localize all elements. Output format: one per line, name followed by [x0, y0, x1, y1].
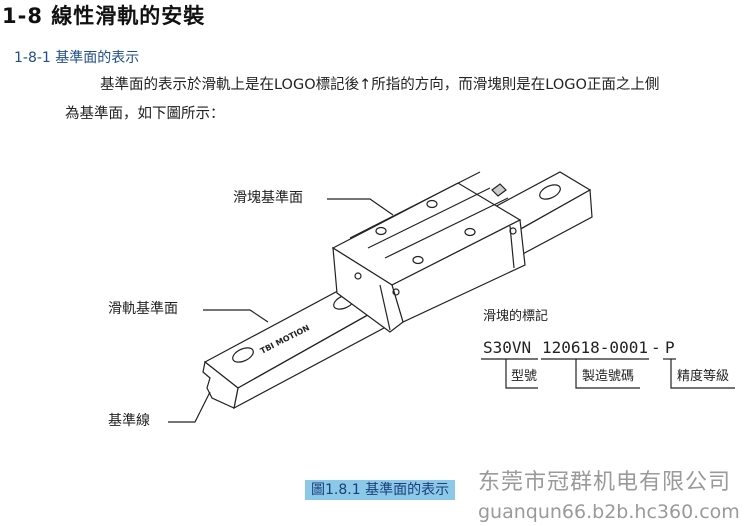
grade-label: 精度等級 [677, 369, 730, 384]
figure-caption: 圖1.8.1 基準面的表示 [305, 480, 456, 501]
block-hole [375, 226, 387, 236]
serial-code: 120618-0001 [542, 338, 648, 357]
model-label: 型號 [511, 369, 538, 384]
serial-bracket [575, 359, 640, 389]
block-hole [426, 199, 438, 209]
block-screw [354, 272, 362, 280]
watermark-url: guanqun66.b2b.hc360.com [478, 501, 740, 523]
block-edge [384, 197, 509, 259]
block-edge [379, 284, 391, 331]
marking-title: 滑塊的標記 [483, 309, 549, 324]
serial-label: 製造號碼 [582, 369, 635, 384]
model-bracket [505, 359, 538, 389]
block-hole [464, 227, 476, 237]
block-edge [349, 171, 481, 239]
label-block-reference: 滑塊基準面 [233, 190, 303, 206]
body-text-line-1: 基準面的表示於滑軌上是在LOGO標記後↑所指的方向，而滑塊則是在LOGO正面之上… [100, 77, 660, 93]
block-screw [509, 227, 517, 235]
leader-line-ref-line [168, 391, 211, 423]
subsection-title: 1-8-1 基準面的表示 [14, 50, 140, 66]
rail-hole [232, 347, 254, 363]
label-rail-reference: 滑軌基準面 [108, 301, 178, 317]
rail-hole [539, 184, 561, 200]
block-screw [392, 288, 400, 296]
section-title: 1-8 線性滑軌的安裝 [2, 4, 206, 28]
block-edge [367, 187, 491, 249]
watermark-company: 东莞市冠群机电有限公司 [478, 470, 732, 495]
grease-nipple [491, 183, 507, 197]
body-text-line-2: 為基準面，如下圖所示： [65, 106, 225, 122]
label-reference-line: 基準線 [108, 413, 150, 429]
block-hole [412, 255, 424, 265]
model-code: S30VN [483, 338, 532, 357]
grade-code: P [665, 338, 675, 357]
leader-line-block-ref [327, 198, 394, 216]
code-dash: - [651, 338, 661, 357]
grade-bracket [670, 359, 735, 389]
leader-line-rail-ref [203, 309, 269, 323]
